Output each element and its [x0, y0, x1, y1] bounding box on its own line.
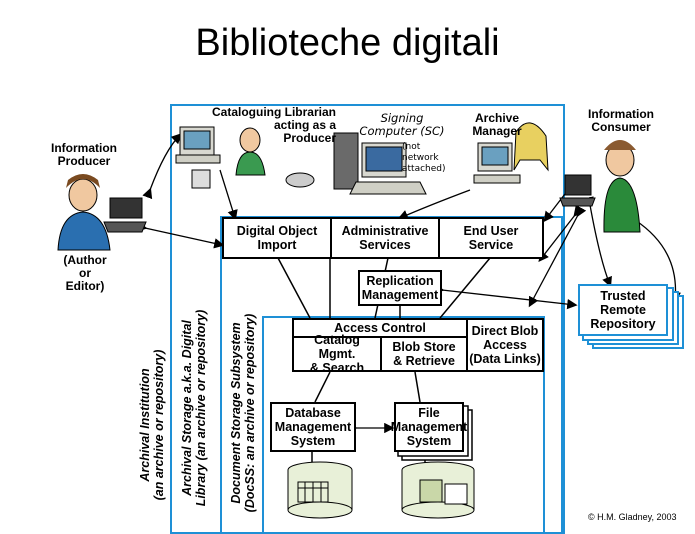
signing-computer-icon [285, 132, 427, 195]
archival-institution-label: Archival Institution(an archive or repos… [138, 349, 166, 501]
librarian-import-arrow [219, 169, 238, 221]
copyright-notice: © H.M. Gladney, 2003 [588, 512, 677, 522]
consumer-trusted-arrow [583, 196, 612, 288]
database-disk-icon [287, 461, 353, 519]
blob-store-box: Blob Store& Retrieve [380, 336, 468, 372]
librarian-computer-icon [175, 126, 266, 189]
producer-import-arrow [136, 221, 225, 249]
catalog-search-box: Catalog Mgmt.& Search [292, 333, 382, 375]
replication-trusted-arrow [433, 283, 578, 310]
producer-librarian-arrow [142, 133, 182, 200]
docss-label: Document Storage Subsystem(DocSS: an arc… [229, 313, 257, 513]
access-control-box: Access Control [292, 318, 468, 338]
file-disk-icon [401, 461, 475, 519]
manager-computer-icon [473, 122, 549, 184]
producer-person-icon [57, 174, 147, 251]
consumer-person-icon [559, 140, 641, 233]
page-title: Biblioteche digitali [195, 22, 500, 64]
manager-admin-arrow [397, 189, 471, 220]
consumer-trusted-arrow-2 [625, 211, 681, 303]
